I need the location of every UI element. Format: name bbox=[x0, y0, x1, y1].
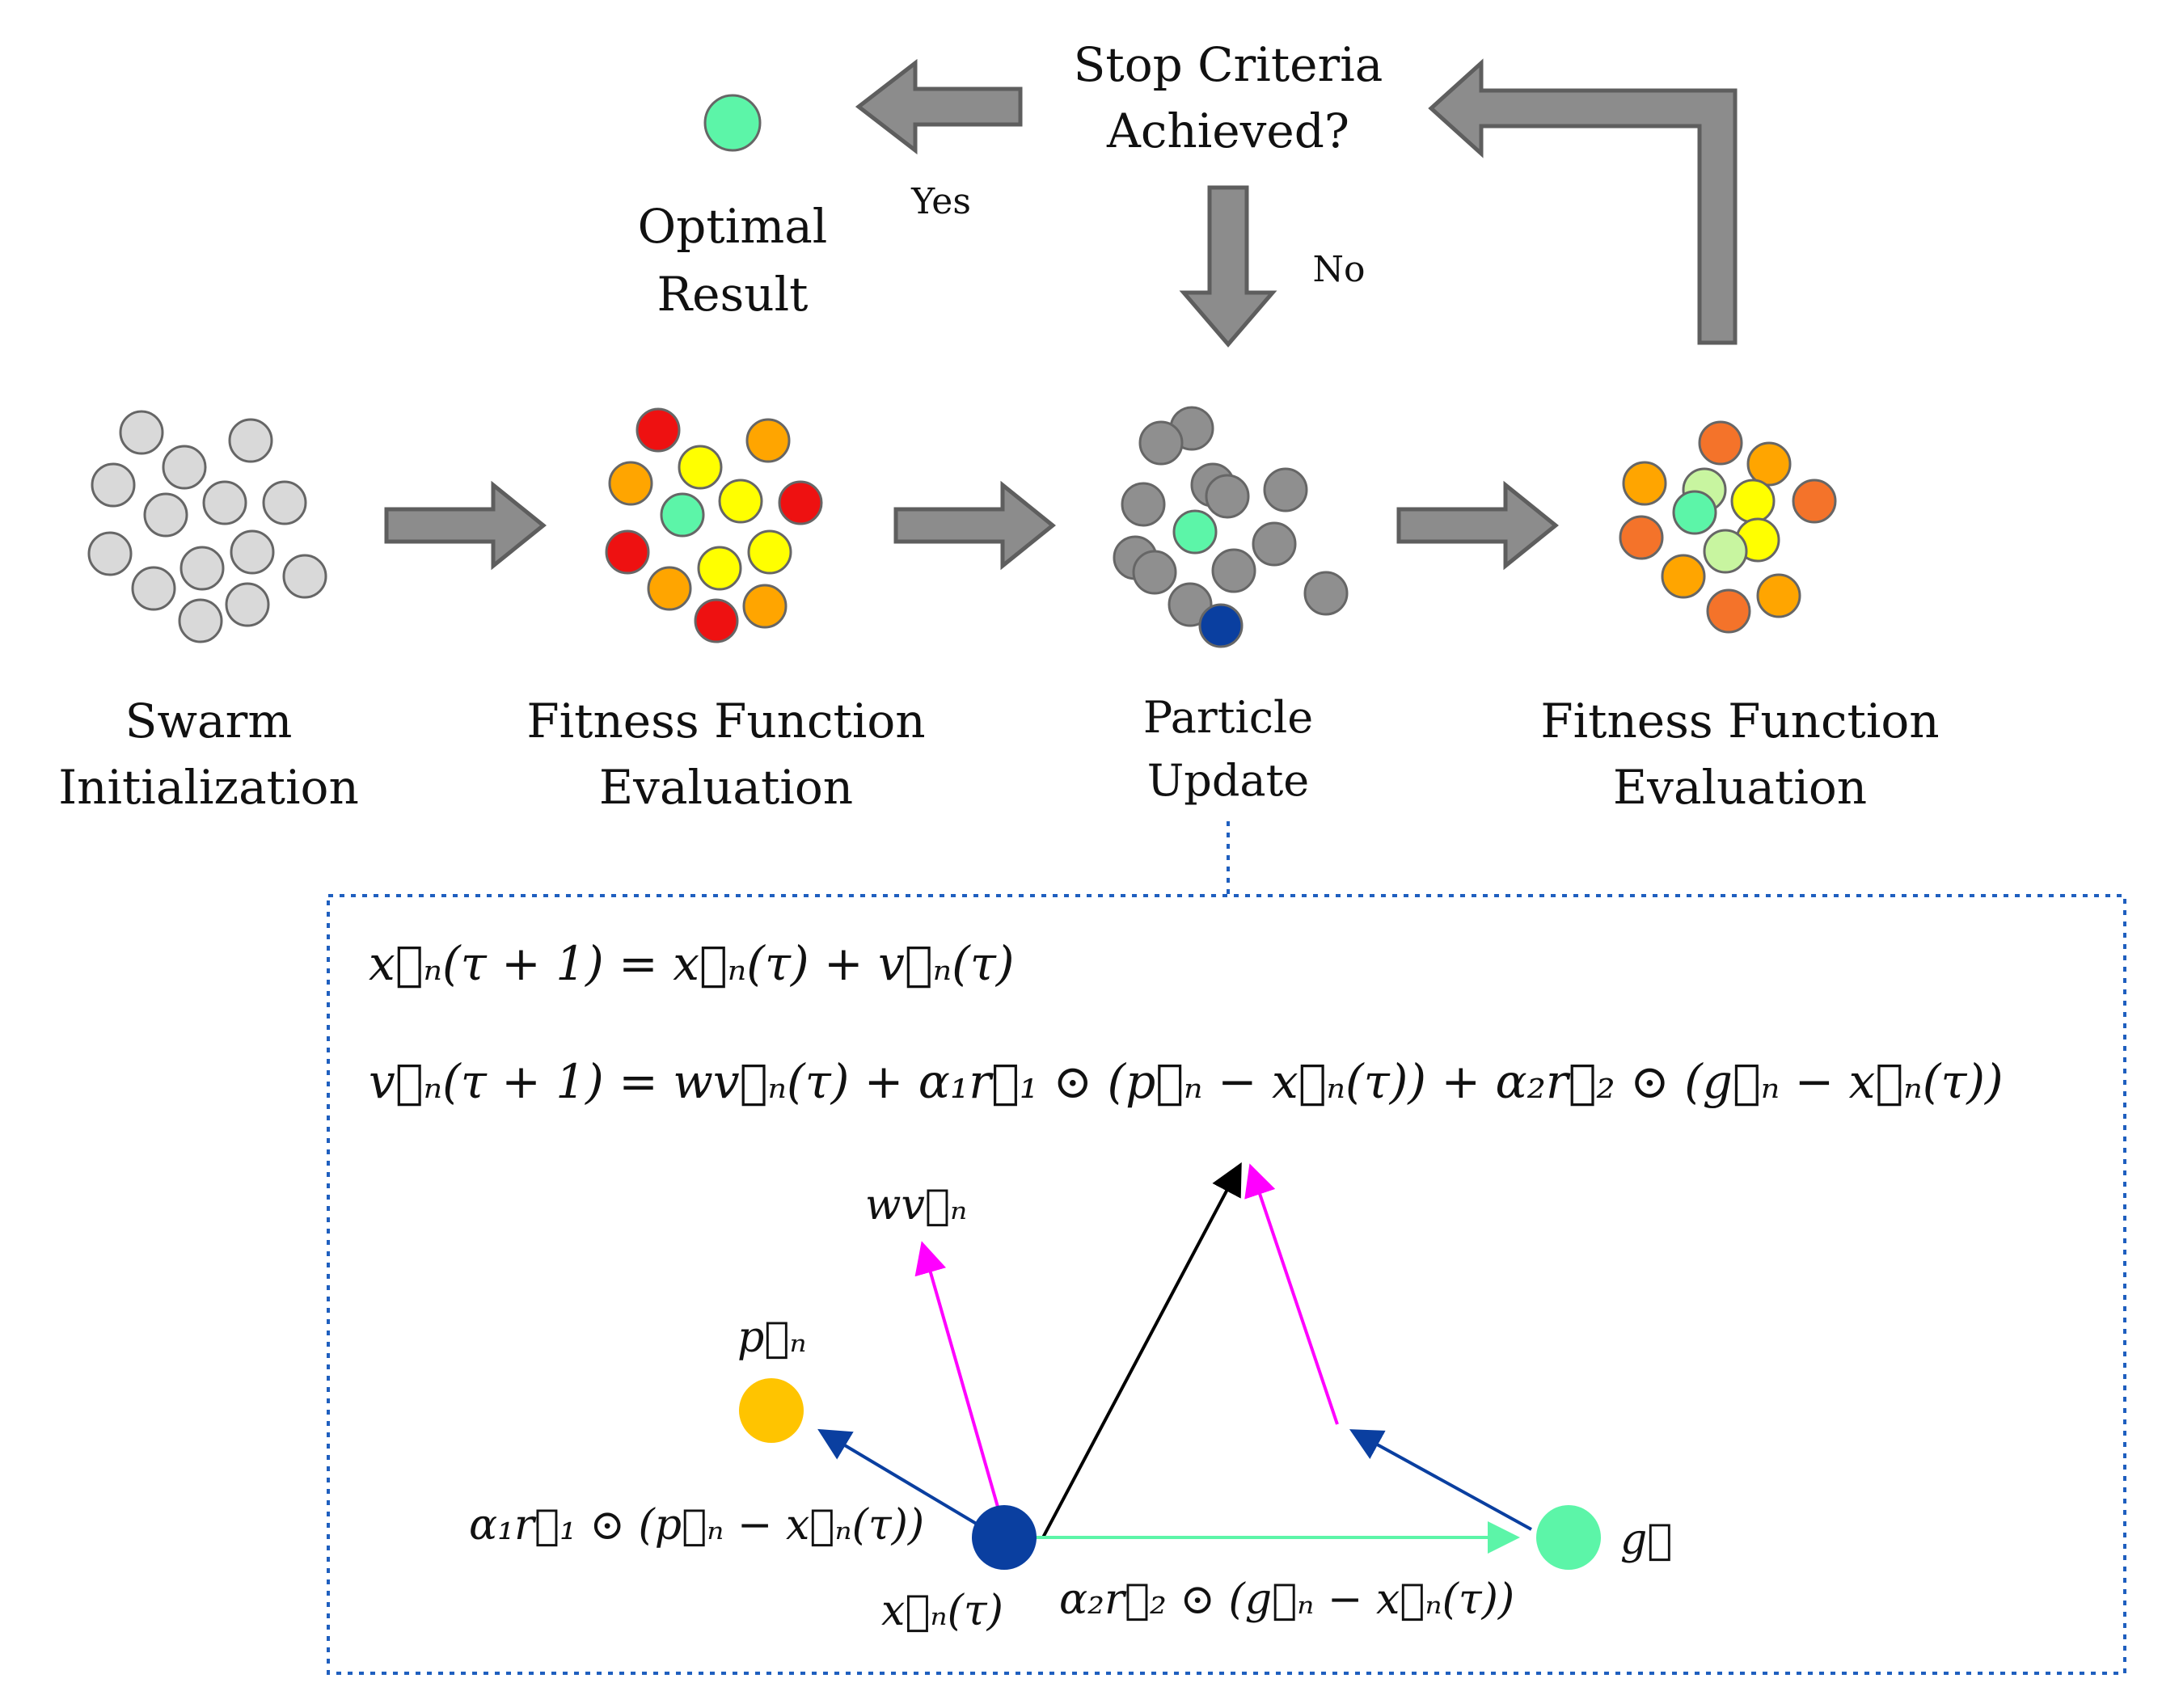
particle bbox=[678, 445, 723, 490]
particle bbox=[1198, 603, 1244, 648]
cognitive-vector bbox=[817, 1428, 993, 1534]
stage-3-line2: Update bbox=[1147, 755, 1310, 806]
particle bbox=[1661, 554, 1706, 599]
personal-best-label: p⃗ₙ bbox=[737, 1314, 807, 1362]
particle bbox=[1756, 573, 1801, 618]
stage-2-line1: Fitness Function bbox=[526, 694, 925, 749]
particle bbox=[636, 407, 681, 453]
particle bbox=[660, 492, 705, 538]
particle bbox=[1672, 490, 1717, 535]
particle bbox=[178, 598, 223, 643]
particle bbox=[87, 531, 133, 576]
particle bbox=[179, 546, 225, 591]
resulting-velocity-vector bbox=[1041, 1162, 1242, 1538]
optimal-line1: Optimal bbox=[638, 199, 828, 254]
update-detail-box bbox=[327, 894, 2126, 1675]
particle bbox=[143, 492, 188, 538]
particle bbox=[742, 584, 788, 629]
cognitive-label: α₁r⃗₁ ⊙ (p⃗ₙ − x⃗ₙ(τ)) bbox=[469, 1501, 924, 1550]
position-update-equation: x⃗ₙ(τ + 1) = x⃗ₙ(τ) + v⃗ₙ(τ) bbox=[369, 936, 1014, 991]
particle bbox=[91, 462, 136, 508]
fitness-eval-cloud-1 bbox=[605, 407, 823, 643]
stage-3-line1: Particle bbox=[1143, 692, 1313, 743]
particle bbox=[1730, 479, 1776, 524]
decision-line1: Stop Criteria bbox=[1074, 37, 1383, 92]
particle bbox=[718, 479, 763, 524]
translated-cognitive-vector bbox=[1349, 1429, 1532, 1531]
particle bbox=[1132, 550, 1177, 595]
optimal-result-particle bbox=[703, 94, 762, 152]
stage-2-line2: Evaluation bbox=[599, 760, 853, 815]
particle bbox=[647, 566, 692, 611]
particle bbox=[1252, 521, 1297, 567]
inertia-label: wv⃗ₙ bbox=[865, 1181, 967, 1229]
particle bbox=[262, 480, 307, 525]
global-best-label: g⃗ bbox=[1620, 1516, 1673, 1564]
particle bbox=[1211, 548, 1256, 593]
particle bbox=[225, 582, 270, 627]
stage-1-line1: Swarm bbox=[125, 694, 293, 749]
global-best-point bbox=[1536, 1505, 1601, 1570]
particle bbox=[1303, 571, 1349, 616]
inertia-vector bbox=[914, 1241, 1006, 1530]
velocity-update-equation: v⃗ₙ(τ + 1) = wv⃗ₙ(τ) + α₁r⃗₁ ⊙ (p⃗ₙ − x⃗… bbox=[369, 1054, 2004, 1109]
particle bbox=[1698, 420, 1743, 466]
stage-4-line1: Fitness Function bbox=[1540, 694, 1939, 749]
particle bbox=[282, 554, 327, 599]
particle bbox=[1168, 582, 1213, 627]
optimal-line2: Result bbox=[657, 267, 809, 322]
particle bbox=[1746, 441, 1792, 487]
particle bbox=[1121, 482, 1166, 527]
current-position-label: x⃗ₙ(τ) bbox=[881, 1587, 1003, 1635]
flow-arrow-2 bbox=[893, 480, 1056, 571]
particle bbox=[1205, 474, 1250, 519]
social-label: α₂r⃗₂ ⊙ (g⃗ₙ − x⃗ₙ(τ)) bbox=[1059, 1575, 1514, 1624]
loop-back-arrow bbox=[1428, 58, 1738, 345]
no-arrow bbox=[1179, 185, 1277, 348]
particle bbox=[1792, 479, 1837, 524]
particle bbox=[202, 480, 247, 525]
particle bbox=[162, 445, 207, 490]
particle bbox=[1622, 461, 1667, 506]
particle bbox=[694, 598, 739, 643]
translated-inertia-vector bbox=[1244, 1163, 1339, 1425]
particle bbox=[747, 529, 792, 575]
particle bbox=[745, 418, 791, 463]
particle bbox=[1172, 509, 1218, 555]
particle bbox=[1703, 529, 1748, 574]
flow-arrow-1 bbox=[384, 480, 547, 571]
current-position-point bbox=[972, 1505, 1037, 1570]
particle bbox=[1263, 467, 1308, 512]
stage-1-line2: Initialization bbox=[58, 760, 359, 815]
particle bbox=[131, 566, 176, 611]
particle bbox=[228, 418, 273, 463]
particle bbox=[119, 410, 164, 455]
stage-4-line2: Evaluation bbox=[1613, 760, 1867, 815]
particle bbox=[1138, 420, 1184, 466]
particle bbox=[230, 529, 275, 575]
particle-update-cloud bbox=[1113, 406, 1349, 648]
particle bbox=[778, 480, 823, 525]
particle bbox=[1706, 588, 1751, 634]
particle bbox=[697, 546, 742, 591]
personal-best-point bbox=[739, 1378, 804, 1443]
fitness-eval-cloud-2 bbox=[1619, 420, 1837, 634]
swarm-init-cloud bbox=[87, 410, 327, 643]
yes-label: Yes bbox=[910, 181, 971, 222]
particle bbox=[605, 529, 650, 575]
no-label: No bbox=[1313, 249, 1366, 290]
particle bbox=[1619, 515, 1664, 560]
yes-arrow bbox=[855, 58, 1023, 155]
flow-arrow-3 bbox=[1396, 480, 1559, 571]
decision-line2: Achieved? bbox=[1106, 103, 1349, 158]
particle bbox=[608, 461, 653, 506]
